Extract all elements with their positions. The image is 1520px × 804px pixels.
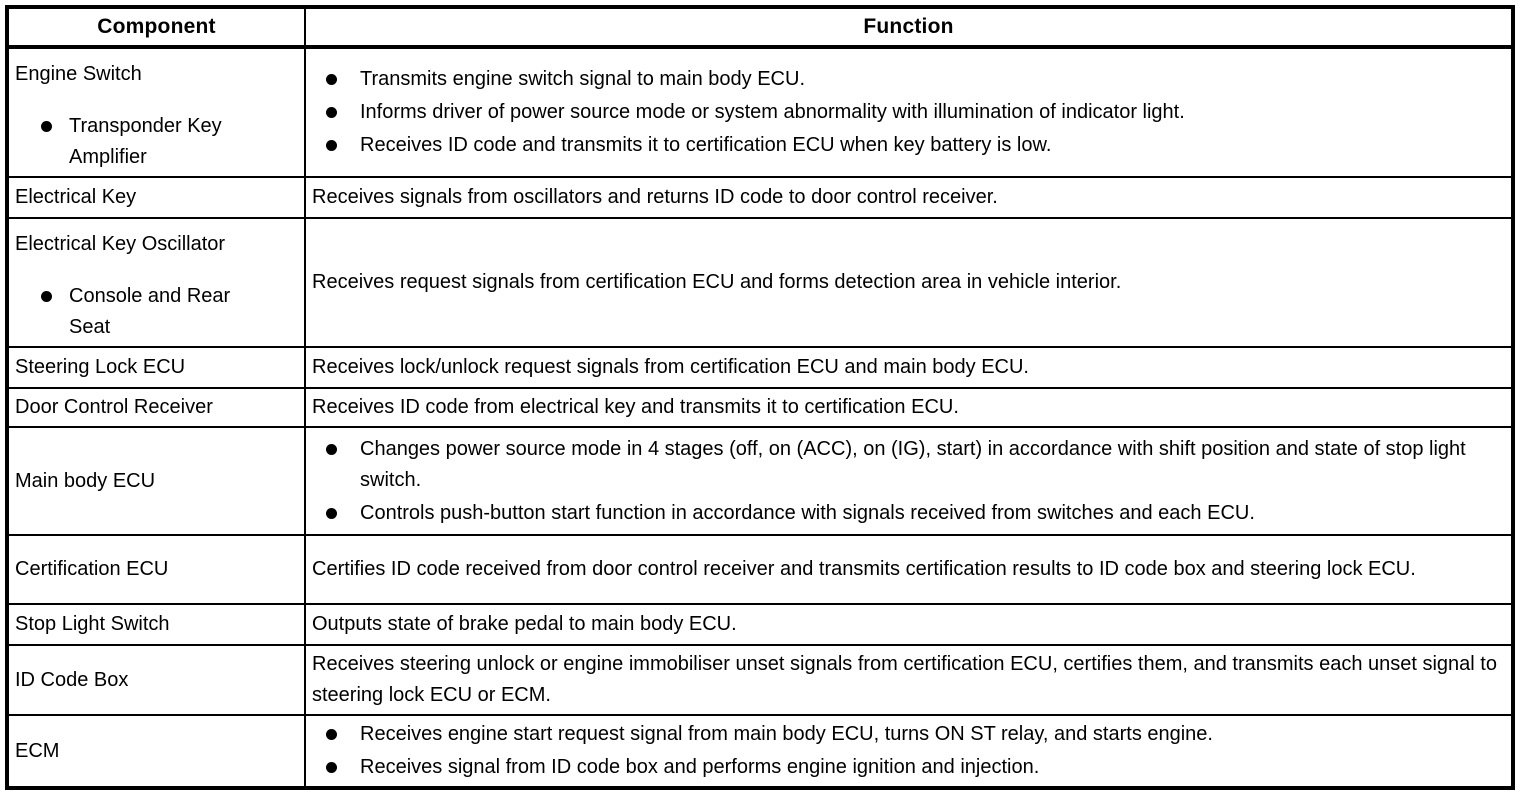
function-item: Controls push-button start function in a…: [326, 498, 1503, 529]
function-text: Receives steering unlock or engine immob…: [312, 653, 1497, 706]
header-component: Component: [6, 6, 306, 49]
function-bullet-list: Receives engine start request signal fro…: [326, 719, 1503, 783]
function-item: Receives ID code and transmits it to cer…: [326, 130, 1503, 161]
component-sub-bullet-list: Console and Rear Seat: [41, 281, 296, 343]
header-function: Function: [304, 6, 1514, 49]
component-cell: Electrical Key: [6, 176, 306, 219]
function-text: Outputs state of brake pedal to main bod…: [312, 613, 737, 635]
table-row: Certification ECU Certifies ID code recei…: [6, 534, 1514, 605]
function-item-text: Receives engine start request signal fro…: [360, 723, 1213, 745]
table-row: Door Control Receiver Receives ID code fr…: [6, 387, 1514, 428]
function-cell: Changes power source mode in 4 stages (o…: [304, 426, 1514, 536]
function-item: Receives signal from ID code box and per…: [326, 752, 1503, 783]
component-title: ECM: [15, 739, 60, 762]
function-item-text: Receives ID code and transmits it to cer…: [360, 134, 1052, 156]
function-bullet-list: Changes power source mode in 4 stages (o…: [326, 434, 1503, 529]
component-title: Stop Light Switch: [15, 613, 170, 635]
component-sub-item-text: Transponder Key Amplifier: [69, 115, 222, 168]
function-item-text: Controls push-button start function in a…: [360, 501, 1255, 524]
component-title: ID Code Box: [15, 668, 129, 691]
function-cell: Outputs state of brake pedal to main bod…: [304, 603, 1514, 646]
table-row: ECM Receives engine start request signal …: [6, 714, 1514, 789]
function-item: Transmits engine switch signal to main b…: [326, 64, 1503, 95]
bullet-icon: [326, 729, 337, 740]
function-item-text: Transmits engine switch signal to main b…: [360, 68, 805, 90]
bullet-icon: [326, 140, 337, 151]
component-cell: Certification ECU: [6, 534, 306, 605]
component-sub-item: Transponder Key Amplifier: [41, 111, 296, 173]
bullet-icon: [326, 443, 337, 455]
component-sub-bullet-list: Transponder Key Amplifier: [41, 111, 296, 173]
component-sub-item-text: Console and Rear Seat: [69, 285, 231, 338]
function-text: Receives ID code from electrical key and…: [312, 396, 959, 418]
function-item: Informs driver of power source mode or s…: [326, 97, 1503, 128]
bullet-icon: [326, 74, 337, 85]
function-text: Receives signals from oscillators and re…: [312, 186, 998, 208]
function-text: Receives lock/unlock request signals fro…: [312, 356, 1029, 378]
bullet-icon: [41, 291, 52, 302]
function-text: Receives request signals from certificat…: [312, 271, 1122, 293]
component-title: Main body ECU: [15, 469, 156, 492]
function-cell: Certifies ID code received from door con…: [304, 534, 1514, 605]
table-row: Main body ECU Changes power source mode i…: [6, 426, 1514, 536]
table-row: Steering Lock ECU Receives lock/unlock re…: [6, 346, 1514, 389]
component-title: Certification ECU: [15, 558, 169, 580]
function-cell: Receives steering unlock or engine immob…: [304, 644, 1514, 716]
bullet-icon: [326, 762, 337, 773]
function-cell: Receives signals from oscillators and re…: [304, 176, 1514, 219]
component-cell: Steering Lock ECU: [6, 346, 306, 389]
table-row: Electrical Key Receives signals from osci…: [6, 176, 1514, 219]
component-cell: Door Control Receiver: [6, 387, 306, 428]
table-row: ID Code Box Receives steering unlock or e…: [6, 644, 1514, 716]
component-sub-item: Console and Rear Seat: [41, 281, 296, 343]
function-cell: Receives request signals from certificat…: [304, 217, 1514, 348]
component-cell: Stop Light Switch: [6, 603, 306, 646]
function-cell: Transmits engine switch signal to main b…: [304, 46, 1514, 178]
component-title: Electrical Key: [15, 186, 137, 208]
header-row: Component Function: [6, 6, 1514, 49]
table-row: Stop Light Switch Outputs state of brake …: [6, 603, 1514, 646]
function-cell: Receives ID code from electrical key and…: [304, 387, 1514, 428]
bullet-icon: [41, 121, 52, 132]
function-cell: Receives lock/unlock request signals fro…: [304, 346, 1514, 389]
function-item: Receives engine start request signal fro…: [326, 719, 1503, 750]
function-bullet-list: Transmits engine switch signal to main b…: [326, 64, 1503, 161]
component-title: Steering Lock ECU: [15, 356, 186, 378]
bullet-icon: [326, 107, 337, 118]
function-item-text: Receives signal from ID code box and per…: [360, 756, 1040, 778]
function-item-text: Informs driver of power source mode or s…: [360, 101, 1185, 123]
function-cell: Receives engine start request signal fro…: [304, 714, 1514, 789]
function-item: Changes power source mode in 4 stages (o…: [326, 434, 1503, 496]
component-cell: Main body ECU: [6, 426, 306, 536]
component-cell: ECM: [6, 714, 306, 789]
bullet-icon: [326, 507, 337, 519]
component-title: Engine Switch: [15, 63, 142, 85]
function-text: Certifies ID code received from door con…: [312, 558, 1416, 580]
component-cell: ID Code Box: [6, 644, 306, 716]
function-item-text: Changes power source mode in 4 stages (o…: [360, 437, 1466, 491]
component-title: Door Control Receiver: [15, 396, 213, 418]
component-title: Electrical Key Oscillator: [15, 233, 226, 255]
